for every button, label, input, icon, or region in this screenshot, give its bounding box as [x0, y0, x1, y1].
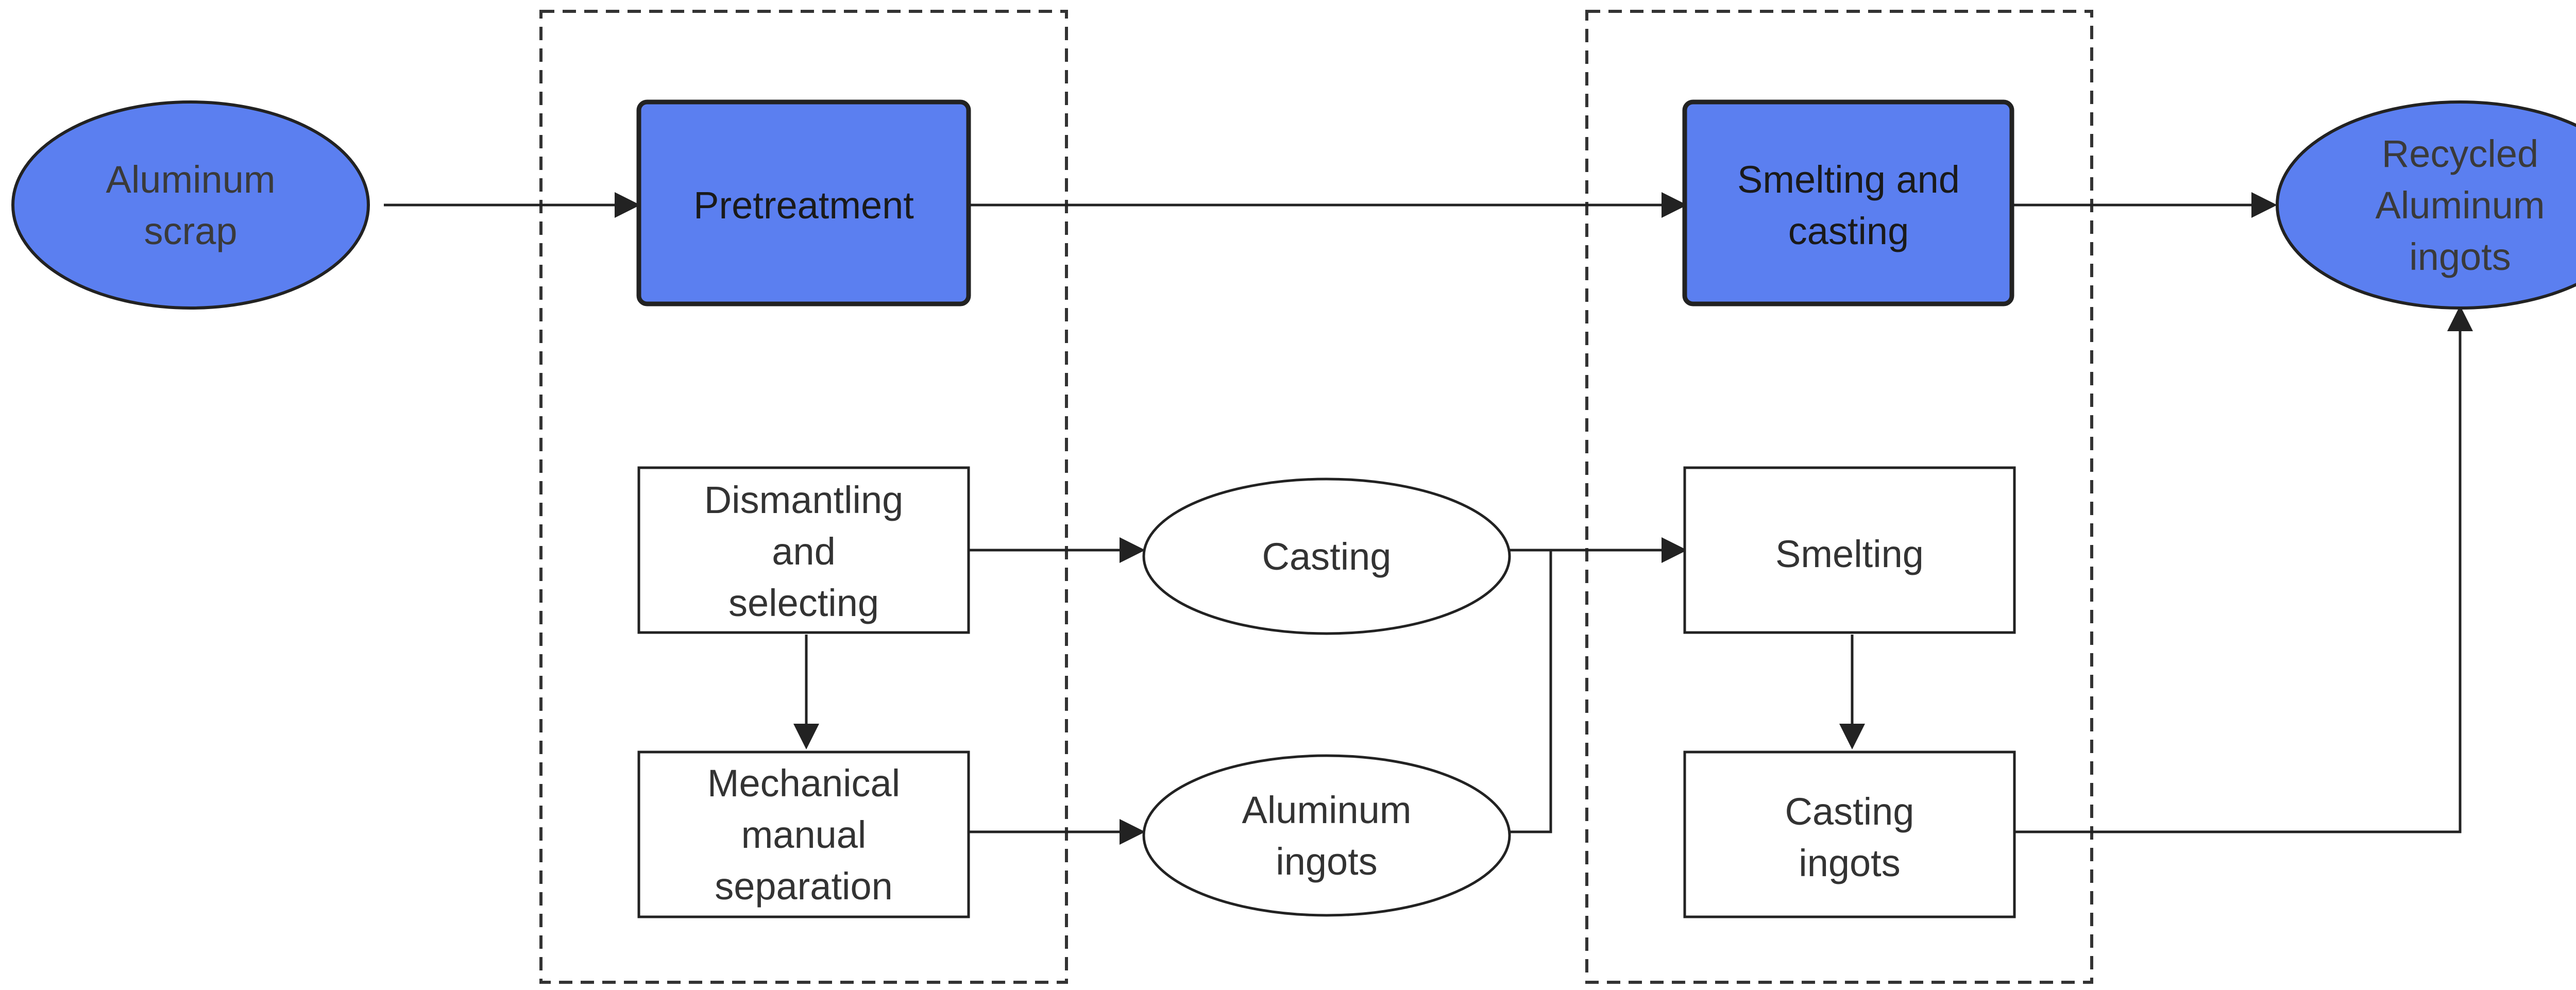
node-smelting-label: Smelting — [1775, 533, 1924, 575]
node-casting-label: Casting — [1262, 535, 1392, 578]
node-smelting-and-casting-label: Smelting and casting — [1737, 158, 1960, 252]
node-mechanical-manual-separation-label: Mechanical manual separation — [707, 762, 900, 908]
label-line: manual — [741, 813, 867, 856]
node-mechanical-manual-separation — [637, 750, 970, 918]
node-smelting-and-casting — [1682, 99, 2014, 306]
node-aluminum-scrap-label: Aluminum scrap — [106, 158, 276, 252]
label-line: Aluminum — [106, 158, 276, 201]
label-line: casting — [1788, 210, 1909, 252]
label-line: ingots — [1276, 840, 1377, 883]
label-line: ingots — [1799, 842, 1900, 884]
node-dismantling-and-selecting — [637, 466, 970, 634]
node-smelting — [1683, 466, 2016, 634]
node-dismantling-and-selecting-label: Dismantling and selecting — [704, 479, 904, 624]
node-casting-ingots-label: Casting ingots — [1785, 790, 1914, 884]
node-casting — [1142, 477, 1511, 635]
node-casting-ingots — [1683, 750, 2016, 918]
label-line: Recycled — [2382, 132, 2538, 175]
label-line: Smelting — [1775, 533, 1924, 575]
node-aluminum-ingots-label: Aluminum ingots — [1242, 789, 1412, 883]
label-line: and — [772, 530, 835, 573]
node-aluminum-ingots — [1142, 754, 1511, 917]
label-line: separation — [715, 865, 893, 908]
label-line: Smelting and — [1737, 158, 1960, 201]
label-line: Dismantling — [704, 479, 904, 521]
node-aluminum-scrap — [11, 100, 370, 310]
label-line: Pretreatment — [693, 184, 914, 227]
node-recycled-aluminum-ingots — [2276, 100, 2576, 310]
label-line: Aluminum — [2376, 184, 2545, 227]
node-pretreatment — [636, 99, 971, 306]
label-line: selecting — [728, 582, 879, 624]
label-line: scrap — [144, 210, 238, 252]
label-line: ingots — [2409, 235, 2511, 278]
edge-casting-ingots-to-recycled — [2014, 305, 2473, 833]
label-line: Aluminum — [1242, 789, 1412, 831]
pretreatment-group-box — [539, 10, 1068, 984]
edge-aluminum-ingots-to-smelting — [1509, 550, 1552, 833]
label-line: Mechanical — [707, 762, 900, 805]
node-pretreatment-label: Pretreatment — [693, 184, 914, 227]
label-line: Casting — [1262, 535, 1392, 578]
label-line: Casting — [1785, 790, 1914, 833]
